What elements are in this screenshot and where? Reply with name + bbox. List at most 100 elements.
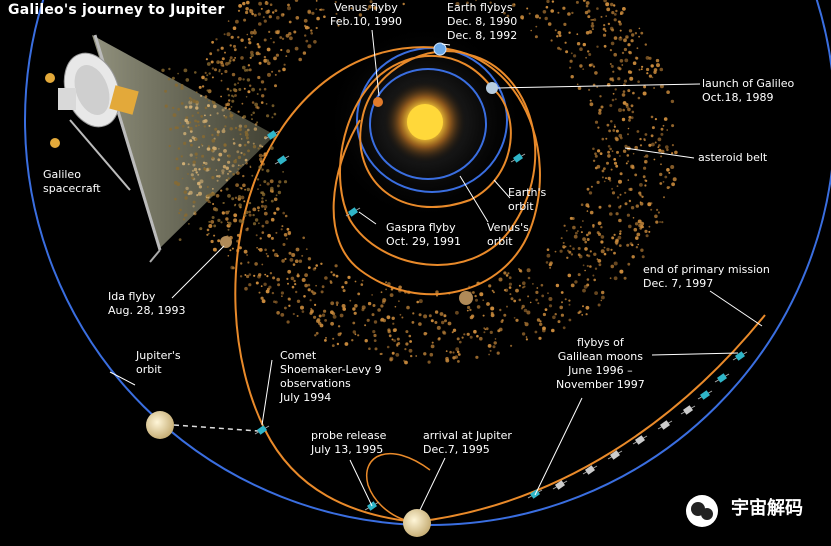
asteroid-dot xyxy=(258,22,262,26)
asteroid-dot xyxy=(322,8,325,11)
asteroid-dot xyxy=(540,283,544,287)
asteroid-dot xyxy=(494,338,497,340)
asteroid-dot xyxy=(634,56,638,60)
asteroid-dot xyxy=(249,56,252,59)
asteroid-dot xyxy=(573,234,578,239)
asteroid-dot xyxy=(580,231,583,234)
asteroid-dot xyxy=(576,33,579,36)
asteroid-dot xyxy=(488,353,490,356)
beam-asteroid-dot xyxy=(263,180,267,184)
asteroid-dot xyxy=(633,227,638,232)
asteroid-dot xyxy=(434,321,438,324)
beam-asteroid-dot xyxy=(238,203,242,207)
asteroid-dot xyxy=(526,268,531,273)
beam-asteroid-dot xyxy=(236,184,239,186)
asteroid-dot xyxy=(395,353,400,357)
asteroid-dot xyxy=(515,288,519,293)
asteroid-dot xyxy=(320,262,323,265)
asteroid-dot xyxy=(479,292,484,297)
asteroid-dot xyxy=(596,180,600,184)
asteroid-dot xyxy=(233,218,238,223)
asteroid-dot xyxy=(231,247,234,250)
beam-asteroid-dot xyxy=(231,118,233,120)
asteroid-dot xyxy=(648,225,651,228)
asteroid-dot xyxy=(485,327,489,331)
asteroid-dot xyxy=(404,348,407,351)
asteroid-dot xyxy=(590,19,592,21)
asteroid-dot xyxy=(276,254,279,258)
asteroid-dot xyxy=(281,295,283,298)
asteroid-dot xyxy=(642,91,647,96)
asteroid-dot xyxy=(232,266,235,270)
asteroid-dot xyxy=(483,331,486,334)
asteroid-dot xyxy=(280,48,283,52)
asteroid-dot xyxy=(527,295,530,298)
asteroid-dot xyxy=(653,158,656,161)
asteroid-dot xyxy=(380,352,383,355)
asteroid-dot xyxy=(316,16,320,21)
asteroid-dot xyxy=(570,283,575,288)
asteroid-dot xyxy=(337,19,340,22)
asteroid-dot xyxy=(412,312,415,315)
beam-asteroid-dot xyxy=(185,78,190,82)
asteroid-dot xyxy=(555,283,560,288)
beam-asteroid-dot xyxy=(257,188,259,191)
asteroid-dot xyxy=(638,191,642,195)
asteroid-dot xyxy=(569,245,572,248)
asteroid-dot xyxy=(259,237,262,240)
asteroid-dot xyxy=(600,299,603,302)
asteroid-dot xyxy=(576,42,581,46)
beam-asteroid-dot xyxy=(189,126,193,131)
asteroid-dot xyxy=(261,200,264,204)
beam-asteroid-dot xyxy=(172,113,177,117)
asteroid-dot xyxy=(228,107,231,111)
beam-asteroid-dot xyxy=(192,160,196,164)
asteroid-dot xyxy=(307,9,312,14)
asteroid-dot xyxy=(548,263,552,267)
asteroid-dot xyxy=(643,85,647,89)
beam-asteroid-dot xyxy=(261,197,264,200)
asteroid-dot xyxy=(297,273,299,275)
asteroid-dot xyxy=(201,75,205,80)
asteroid-dot xyxy=(330,321,334,326)
asteroid-dot xyxy=(435,290,439,294)
beam-asteroid-dot xyxy=(234,126,238,130)
beam-asteroid-dot xyxy=(233,83,237,86)
beam-asteroid-dot xyxy=(194,71,197,74)
asteroid-dot xyxy=(357,292,361,296)
asteroid-dot xyxy=(666,186,670,190)
asteroid-dot xyxy=(619,59,624,63)
asteroid-dot xyxy=(640,225,644,229)
asteroid-dot xyxy=(396,337,400,341)
beam-asteroid-dot xyxy=(210,149,214,152)
asteroid-dot xyxy=(536,287,539,289)
beam-asteroid-dot xyxy=(233,159,237,164)
asteroid-dot xyxy=(489,1,492,4)
asteroid-dot xyxy=(613,36,618,40)
label-venus-flyby: Venus flyby Feb.10, 1990 xyxy=(330,1,402,28)
asteroid-dot xyxy=(627,262,631,266)
asteroid-dot xyxy=(269,179,274,184)
asteroid-dot xyxy=(606,123,610,127)
beam-asteroid-dot xyxy=(206,186,209,188)
asteroid-dot xyxy=(568,318,572,322)
beam-asteroid-dot xyxy=(277,184,280,188)
asteroid-dot xyxy=(613,125,617,128)
asteroid-dot xyxy=(256,106,260,110)
asteroid-dot xyxy=(304,34,307,37)
asteroid-dot xyxy=(310,309,314,314)
asteroid-dot xyxy=(630,206,635,210)
asteroid-dot xyxy=(635,246,639,249)
asteroid-dot xyxy=(214,68,217,72)
asteroid-dot xyxy=(546,0,550,4)
asteroid-dot xyxy=(294,283,297,286)
beam-asteroid-dot xyxy=(243,143,247,147)
asteroid-dot xyxy=(592,274,595,277)
asteroid-dot xyxy=(288,304,291,307)
asteroid-dot xyxy=(354,280,357,283)
asteroid-dot xyxy=(618,244,622,248)
asteroid-dot xyxy=(489,330,493,334)
asteroid-dot xyxy=(609,49,613,52)
asteroid-dot xyxy=(546,248,550,251)
asteroid-dot xyxy=(564,298,567,301)
